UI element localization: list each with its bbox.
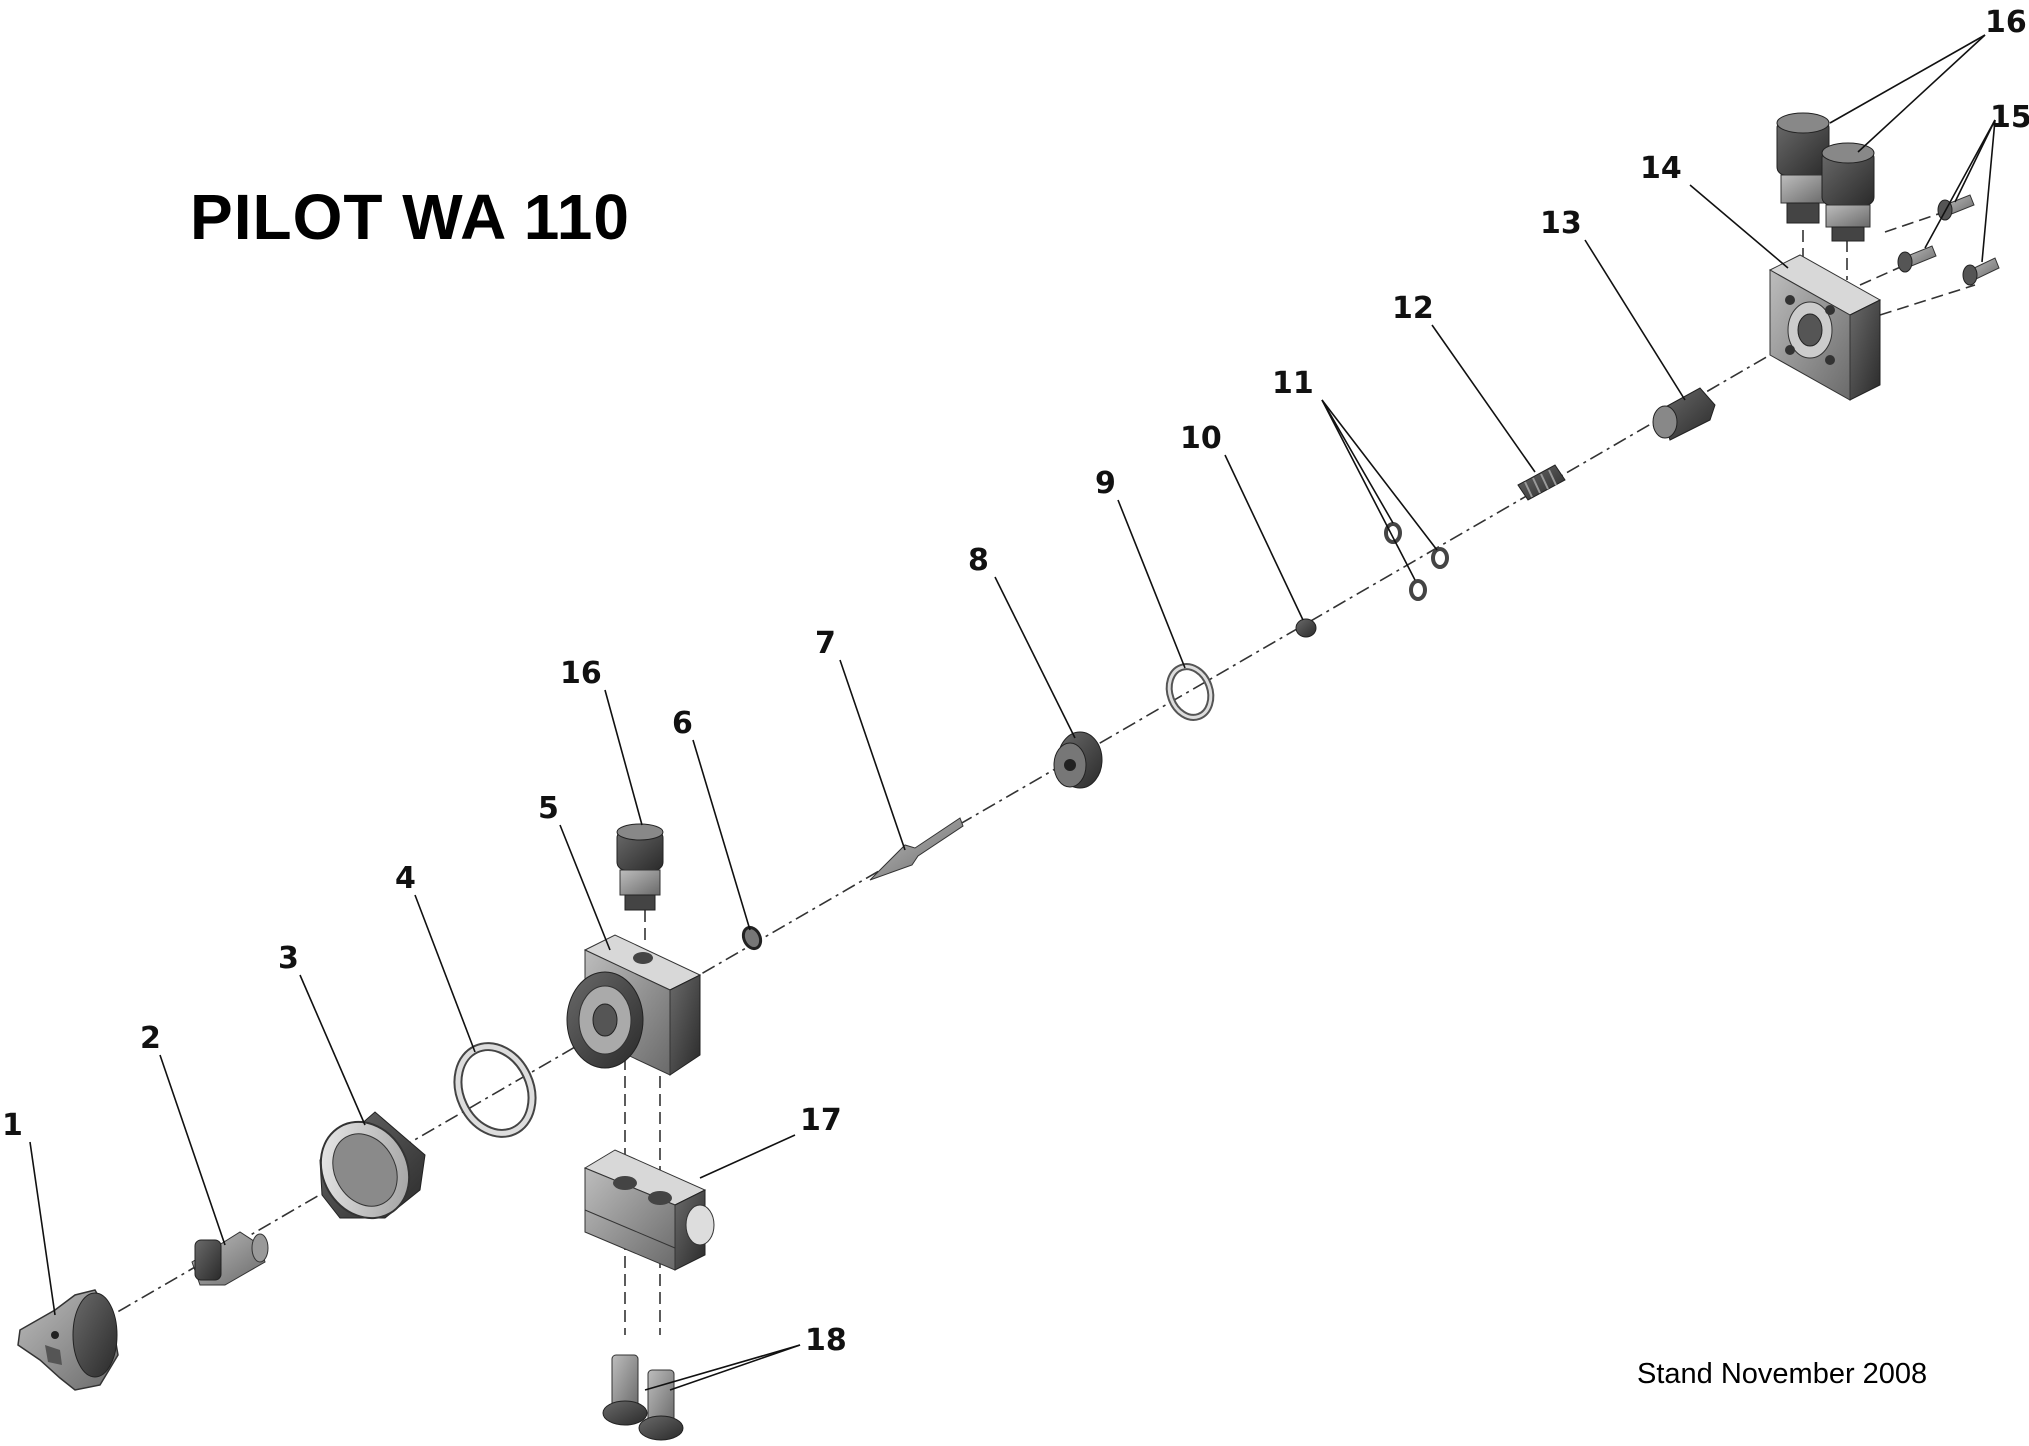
revision-date: Stand November 2008	[1637, 1358, 1928, 1390]
part-1-nozzle-cap	[17, 1289, 119, 1391]
diagram-title: PILOT WA 110	[190, 181, 630, 253]
callout-17: 17	[800, 1103, 842, 1138]
callout-8: 8	[968, 543, 989, 578]
callout-3: 3	[278, 941, 299, 976]
part-12-spring	[1517, 464, 1566, 501]
part-13-adjusting-screw	[1652, 387, 1716, 441]
callout-13: 13	[1540, 206, 1582, 241]
callout-12: 12	[1392, 291, 1434, 326]
part-15-screws	[1897, 194, 2000, 286]
part-4-o-ring	[453, 1042, 537, 1138]
callout-11: 11	[1272, 366, 1314, 401]
callout-6: 6	[672, 706, 693, 741]
callout-18: 18	[805, 1323, 847, 1358]
part-8-piston	[1053, 731, 1103, 789]
callout-7: 7	[815, 626, 836, 661]
part-5-valve-body	[566, 934, 702, 1076]
part-7-needle	[869, 817, 964, 881]
part-17-mounting-block	[583, 1149, 715, 1271]
callout-10: 10	[1180, 421, 1222, 456]
callout-9: 9	[1095, 466, 1116, 501]
part-10-nut	[1295, 618, 1317, 638]
callout-15: 15	[1990, 100, 2029, 135]
callout-16-upper: 16	[1985, 5, 2027, 40]
callout-1: 1	[2, 1108, 23, 1143]
part-16-push-fittings-upper	[1776, 112, 1875, 242]
leader-lines	[29, 34, 1996, 1391]
part-3-retaining-ring	[319, 1111, 426, 1220]
callout-16-lower: 16	[560, 656, 602, 691]
callout-2: 2	[140, 1021, 161, 1056]
part-2-needle-valve	[191, 1231, 269, 1286]
part-11-washers	[1384, 522, 1449, 601]
callout-numbers: 1 2 3 4 5 16 6 7 8 9 10 11 12 13 14 15 1…	[2, 5, 2029, 1358]
callout-4: 4	[395, 861, 416, 896]
part-18-bolts	[602, 1354, 684, 1441]
callout-5: 5	[538, 791, 559, 826]
part-9-seal-ring	[1165, 663, 1215, 721]
part-6-washer	[741, 925, 763, 951]
callout-14: 14	[1640, 151, 1682, 186]
part-14-cover-plate	[1768, 254, 1882, 401]
part-16-push-fitting-lower	[616, 823, 664, 911]
